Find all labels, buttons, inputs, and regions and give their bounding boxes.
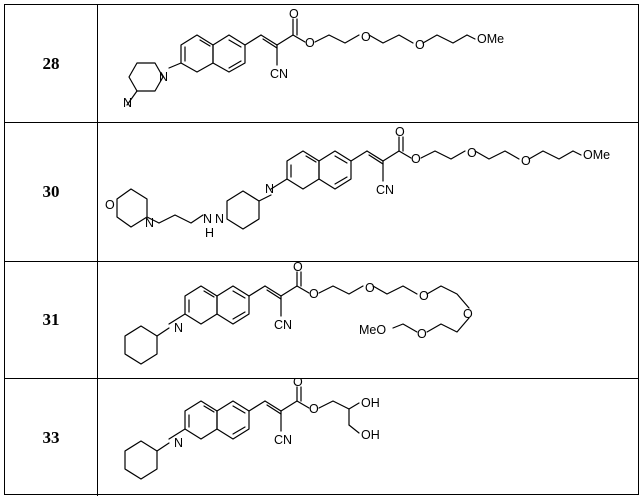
- atom-label: N: [203, 212, 212, 226]
- atom-label: O: [395, 125, 405, 139]
- table-row: 33: [5, 379, 638, 496]
- table-row: 31: [5, 262, 638, 379]
- atom-label: O: [361, 30, 371, 44]
- atom-label: O: [105, 198, 115, 212]
- atom-label: OMe: [583, 148, 610, 162]
- atom-label: H: [205, 226, 214, 240]
- compound-number: 31: [5, 262, 98, 378]
- atom-label: O: [293, 379, 303, 389]
- atom-label: OH: [361, 396, 380, 410]
- atom-label: N: [215, 212, 224, 226]
- table-row: 28: [5, 5, 638, 123]
- atom-label: O: [309, 402, 319, 416]
- atom-label: N: [174, 321, 183, 335]
- atom-label: O: [289, 7, 299, 21]
- atom-label: O: [463, 307, 473, 321]
- atom-label: O: [417, 327, 427, 341]
- atom-label: O: [365, 281, 375, 295]
- atom-label: MeO: [359, 323, 386, 337]
- atom-label: N: [174, 436, 183, 450]
- atom-label: O: [411, 152, 421, 166]
- chemical-structure: N O CN O O O O O MeO: [97, 262, 639, 379]
- atom-label: O: [467, 146, 477, 160]
- table-row: 30: [5, 123, 638, 262]
- atom-label: O: [293, 262, 303, 274]
- atom-label: N: [159, 70, 168, 84]
- atom-label: O: [419, 289, 429, 303]
- atom-label: N: [145, 216, 154, 230]
- structure-cell: O N N H N N O CN O O O OMe: [97, 123, 638, 261]
- atom-label: O: [521, 154, 531, 168]
- compound-table: 28: [4, 4, 639, 495]
- compound-number: 28: [5, 5, 98, 122]
- atom-label: N: [265, 182, 274, 196]
- structure-cell: N N O CN O O O OMe: [97, 5, 638, 122]
- atom-label: CN: [376, 183, 394, 197]
- chemical-structure: N N O CN O O O OMe: [97, 5, 639, 123]
- atom-label: CN: [270, 67, 288, 81]
- compound-number: 30: [5, 123, 98, 261]
- atom-label: OMe: [477, 32, 504, 46]
- structure-cell: N O CN O O O O O MeO: [97, 262, 638, 378]
- atom-label: O: [415, 38, 425, 52]
- atom-label: O: [309, 287, 319, 301]
- chemical-structure: N O CN O OH OH: [97, 379, 639, 496]
- atom-label: CN: [274, 433, 292, 447]
- structure-cell: N O CN O OH OH: [97, 379, 638, 496]
- atom-label: O: [305, 36, 315, 50]
- compound-number: 33: [5, 379, 98, 496]
- atom-label: CN: [274, 318, 292, 332]
- chemical-structure: O N N H N N O CN O O O OMe: [97, 123, 639, 262]
- atom-label: N: [123, 96, 132, 110]
- atom-label: OH: [361, 428, 380, 442]
